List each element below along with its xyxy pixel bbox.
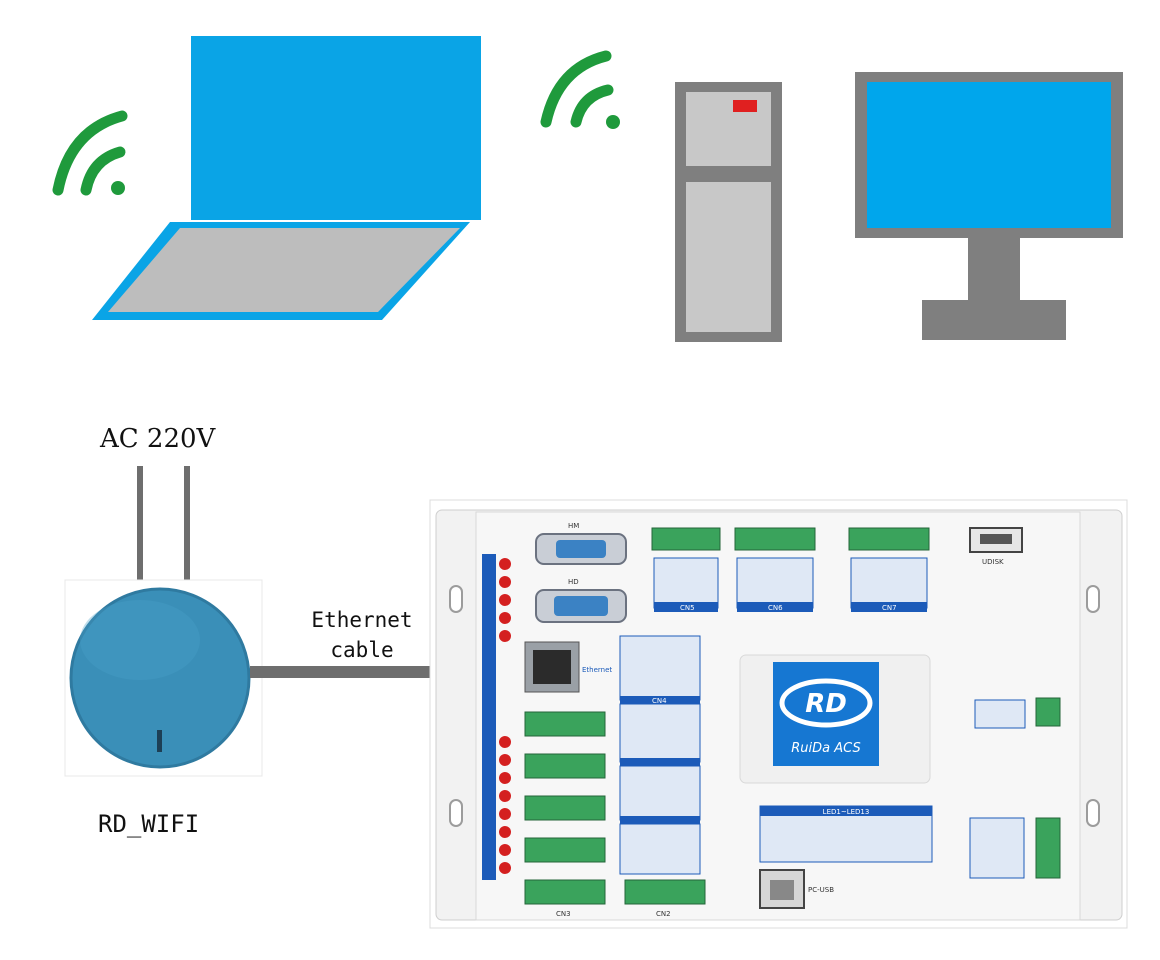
svg-text:RD: RD <box>805 689 847 719</box>
desktop-tower-icon <box>675 82 782 342</box>
svg-text:CN6: CN6 <box>768 604 783 612</box>
svg-text:RuiDa ACS: RuiDa ACS <box>791 741 860 756</box>
ethernet-cable-label-line2: cable <box>330 638 394 662</box>
svg-text:HM: HM <box>568 522 579 530</box>
ruida-controller-board: HM HD Ethernet CN5 CN6 CN7 UDISK <box>429 499 1128 929</box>
wifi-signal-icon <box>540 50 620 129</box>
svg-text:CN7: CN7 <box>882 604 897 612</box>
svg-text:UDISK: UDISK <box>982 558 1004 566</box>
rd-wifi-label: RD_WIFI <box>98 810 200 838</box>
ethernet-cable-label: Ethernet cable <box>300 605 424 665</box>
svg-text:Ethernet: Ethernet <box>582 666 612 674</box>
svg-text:HD: HD <box>568 578 579 586</box>
ethernet-cable-label-line1: Ethernet <box>311 608 413 632</box>
power-cord <box>137 466 190 582</box>
laptop-icon <box>92 36 481 320</box>
monitor-icon <box>855 72 1123 340</box>
power-label: AC 220V <box>100 424 216 454</box>
svg-text:CN4: CN4 <box>652 697 667 705</box>
svg-text:CN2: CN2 <box>656 910 671 918</box>
svg-text:CN5: CN5 <box>680 604 695 612</box>
svg-text:PC-USB: PC-USB <box>808 886 834 894</box>
svg-text:CN3: CN3 <box>556 910 571 918</box>
rd-wifi-router <box>64 579 263 777</box>
wifi-signal-icon <box>52 110 128 196</box>
svg-text:LED1~LED13: LED1~LED13 <box>823 808 870 816</box>
led-indicator-column <box>499 558 511 874</box>
